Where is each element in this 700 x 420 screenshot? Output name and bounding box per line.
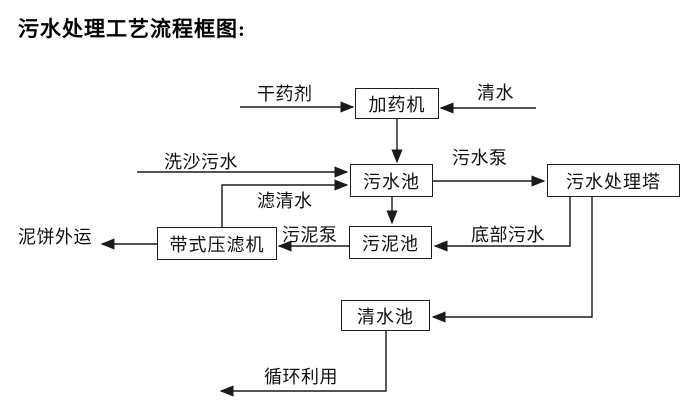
arrow-filtered-water-to-sewage-pool <box>221 179 349 227</box>
node-clean-water-pool: 清水池 <box>341 300 430 331</box>
edge-label-clean-water: 清水 <box>477 83 514 103</box>
edge-label-dry-agent: 干药剂 <box>257 84 313 104</box>
node-belt-filter-press: 带式压滤机 <box>157 227 277 260</box>
arrow-clean-water-pool-to-recycle <box>219 331 387 397</box>
node-dosing-machine: 加药机 <box>355 88 439 119</box>
arrow-tower-to-clean-water-pool <box>431 197 593 323</box>
node-sewage-pool: 污水池 <box>350 164 433 197</box>
node-sewage-treatment-tower: 污水处理塔 <box>547 164 680 197</box>
edge-label-mud-cake-out: 泥饼外运 <box>18 227 92 247</box>
edge-label-filtered-water: 滤清水 <box>257 191 313 211</box>
edge-label-recycle: 循环利用 <box>264 367 338 387</box>
edge-label-sewage-pump: 污水泵 <box>452 148 508 168</box>
edge-label-sludge-pump: 污泥泵 <box>282 225 338 245</box>
page-title: 污水处理工艺流程框图: <box>18 17 246 41</box>
edge-label-bottom-sewage: 底部污水 <box>471 225 545 245</box>
node-sludge-pool: 污泥池 <box>349 226 432 259</box>
arrow-bottom-sewage-to-sludge-pool <box>433 197 571 252</box>
edge-label-sand-washing-sewage: 洗沙污水 <box>164 152 238 172</box>
